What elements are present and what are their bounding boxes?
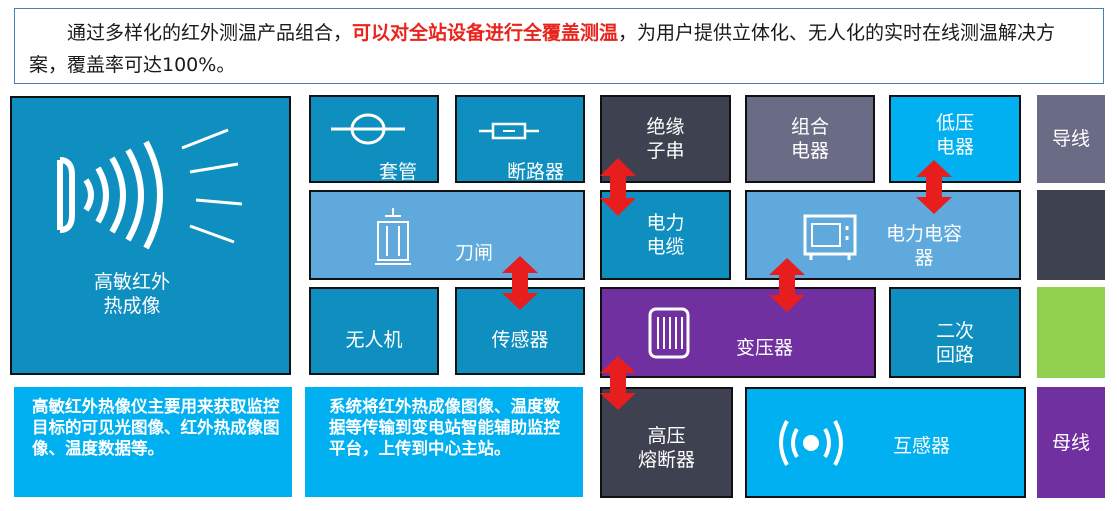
lv-label: 低压 电器 bbox=[935, 112, 974, 158]
tile-blank-green bbox=[1037, 287, 1105, 378]
tile-knife-switch[interactable]: 刀闸 bbox=[309, 190, 585, 280]
intro-text: 通过多样化的红外测温产品组合， bbox=[67, 22, 353, 44]
info-system-transfer: 系统将红外热成像图像、温度数据等传输到变电站智能辅助监控平台，上传到中心主站。 bbox=[305, 387, 583, 497]
knife-switch-label: 刀闸 bbox=[455, 242, 494, 264]
combined-label: 组合 电器 bbox=[790, 116, 829, 162]
tile-busbar[interactable]: 母线 bbox=[1037, 387, 1105, 498]
tile-secondary-circuit[interactable]: 二次 回路 bbox=[889, 287, 1021, 378]
bushing-label: 套管 bbox=[379, 161, 418, 183]
tile-transformer[interactable]: 变压器 bbox=[600, 287, 876, 378]
transformer-icon bbox=[648, 307, 690, 359]
insulator-label: 绝缘 子串 bbox=[646, 116, 685, 162]
secondary-label: 二次 回路 bbox=[935, 319, 974, 366]
transformer-label: 变压器 bbox=[736, 337, 794, 359]
tile-instrument-transformer[interactable]: 互感器 bbox=[745, 387, 1026, 498]
wire-label: 导线 bbox=[1051, 128, 1090, 150]
infrared-wave-icon bbox=[57, 128, 243, 250]
knife-switch-icon bbox=[375, 208, 411, 265]
tile-drone[interactable]: 无人机 bbox=[309, 287, 439, 375]
hv-fuse-label: 高压 熔断器 bbox=[637, 424, 695, 471]
capacitor-label: 电力电容 器 bbox=[885, 223, 962, 269]
intro-text-box: 通过多样化的红外测温产品组合，可以对全站设备进行全覆盖测温，为用户提供立体化、无… bbox=[14, 8, 1104, 84]
tile-low-voltage[interactable]: 低压 电器 bbox=[889, 95, 1021, 183]
double-arrow-icon bbox=[600, 158, 636, 216]
tile-circuit-breaker[interactable]: 断路器 bbox=[455, 95, 585, 183]
sensor-label: 传感器 bbox=[491, 329, 549, 351]
info-thermal-imager: 高敏红外热像仪主要用来获取监控目标的可见光图像、红外热成像图像、温度数据等。 bbox=[14, 387, 292, 497]
intro-highlight: 可以对全站设备进行全覆盖测温 bbox=[352, 22, 619, 44]
tile-combined-apparatus[interactable]: 组合 电器 bbox=[745, 95, 875, 183]
info-thermal-text: 高敏红外热像仪主要用来获取监控目标的可见光图像、红外热成像图像、温度数据等。 bbox=[32, 397, 280, 458]
ct-label: 互感器 bbox=[893, 435, 951, 457]
wireless-signal-icon bbox=[779, 420, 843, 466]
double-arrow-icon bbox=[600, 356, 636, 410]
capacitor-panel-icon bbox=[803, 214, 857, 260]
tile-blank-dark bbox=[1037, 190, 1105, 280]
bushing-icon bbox=[331, 113, 405, 145]
drone-label: 无人机 bbox=[345, 329, 403, 351]
cable-label: 电力 电缆 bbox=[646, 212, 685, 258]
tile-wire[interactable]: 导线 bbox=[1037, 95, 1105, 183]
tile-thermal-imaging[interactable]: 高敏红外 热成像 bbox=[10, 96, 291, 375]
thermal-imaging-label: 高敏红外 热成像 bbox=[93, 271, 170, 317]
breaker-label: 断路器 bbox=[507, 161, 565, 183]
intro-text-end: ，为用户提供立体化、无人化的实时在线测温解决方案，覆盖率可达100%。 bbox=[29, 22, 1056, 76]
double-arrow-icon bbox=[916, 160, 952, 214]
double-arrow-icon bbox=[769, 258, 805, 312]
double-arrow-icon bbox=[502, 256, 538, 310]
info-system-text: 系统将红外热成像图像、温度数据等传输到变电站智能辅助监控平台，上传到中心主站。 bbox=[329, 397, 560, 458]
tile-bushing[interactable]: 套管 bbox=[309, 95, 439, 183]
busbar-label: 母线 bbox=[1051, 431, 1090, 454]
circuit-breaker-icon bbox=[479, 122, 539, 140]
